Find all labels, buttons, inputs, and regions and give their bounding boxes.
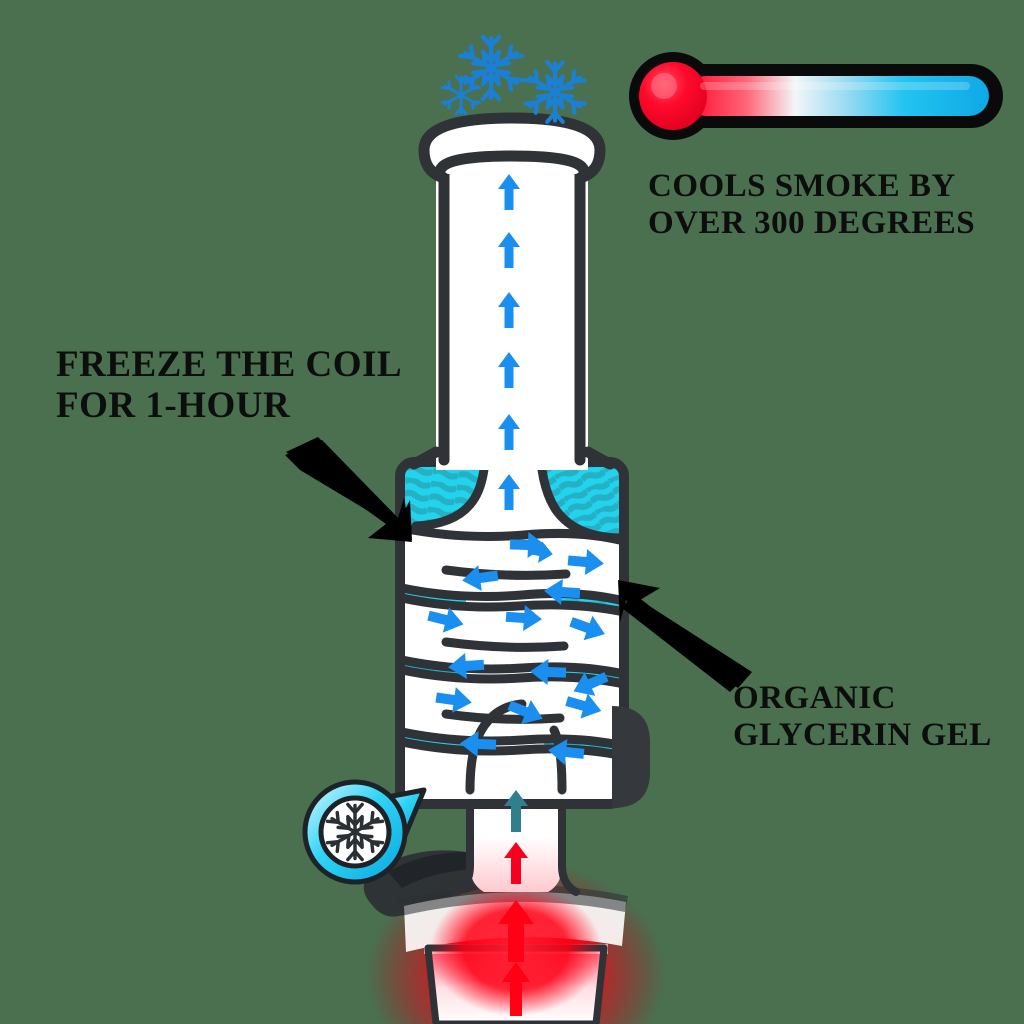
- arrow-pointer-down-right-icon: [285, 437, 412, 542]
- snowflake-icon: [458, 34, 524, 102]
- snowflake-icon: [440, 74, 482, 116]
- callout-organic-glycerin-gel: ORGANIC GLYCERIN GEL: [733, 680, 992, 753]
- arrow-pointer-up-left-icon: [618, 580, 752, 692]
- callout-cools-smoke: COOLS SMOKE BY OVER 300 DEGREES: [648, 168, 976, 241]
- flow-arrows-stem: [498, 790, 534, 1016]
- snowflake-group: [440, 34, 587, 124]
- flow-arrows-coil: [427, 532, 609, 765]
- snowflake-icon: [523, 60, 587, 124]
- snowflake-badge-icon: [302, 779, 427, 885]
- chamber-side-tab: [612, 706, 650, 808]
- thermometer-icon: [629, 52, 1003, 140]
- callout-freeze-the-coil: FREEZE THE COIL FOR 1-HOUR: [56, 344, 403, 427]
- mouthpiece: [418, 112, 606, 184]
